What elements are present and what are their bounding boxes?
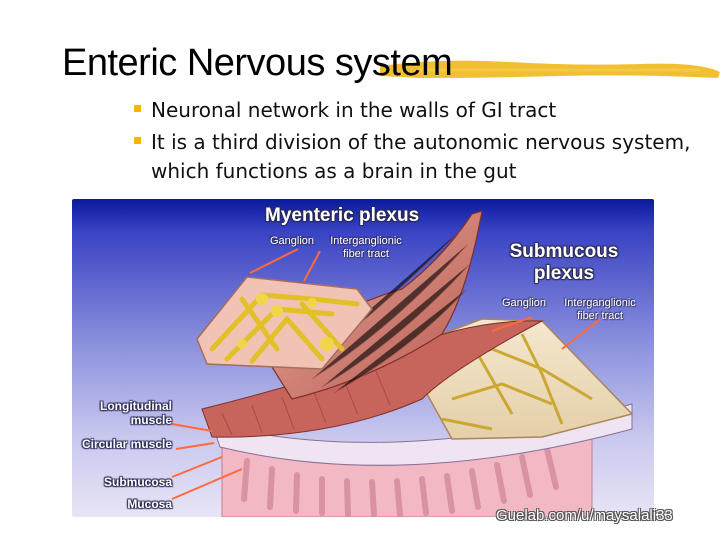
submucous-plexus-label: Submucous plexus — [509, 241, 619, 284]
submucous-ganglion-label: Ganglion — [502, 297, 547, 309]
layer-label-circular-muscle: Circular muscle — [81, 437, 172, 451]
bullet-square-icon — [134, 137, 141, 144]
slide-title: Enteric Nervous system — [62, 42, 453, 84]
layer-label-mucosa: Mucosa — [127, 497, 172, 511]
layer-label-longitudinal-muscle: Longitudinal muscle — [100, 399, 172, 427]
myenteric-ganglion-label: Ganglion — [270, 235, 315, 247]
layer-label-submucosa: Submucosa — [103, 475, 172, 489]
bullet-text: It is a third division of the autonomic … — [151, 130, 691, 183]
bullet-item: It is a third division of the autonomic … — [133, 128, 693, 186]
bullet-list: Neuronal network in the walls of GI trac… — [133, 96, 693, 189]
enteric-plexus-illustration: Myenteric plexus Ganglion Interganglioni… — [72, 199, 654, 517]
submucous-tract-label: Interganglionic fiber tract — [564, 297, 636, 322]
myenteric-tract-label: Interganglionic fiber tract — [330, 235, 402, 260]
bullet-text: Neuronal network in the walls of GI trac… — [151, 98, 557, 122]
bullet-square-icon — [134, 105, 141, 112]
bullet-item: Neuronal network in the walls of GI trac… — [133, 96, 693, 125]
title-brush-stroke — [380, 60, 720, 78]
myenteric-plexus-label: Myenteric plexus — [265, 205, 420, 226]
gut-wall-drawing — [171, 210, 634, 517]
watermark-text: Guelab.com/u/maysalali33 — [496, 507, 673, 524]
